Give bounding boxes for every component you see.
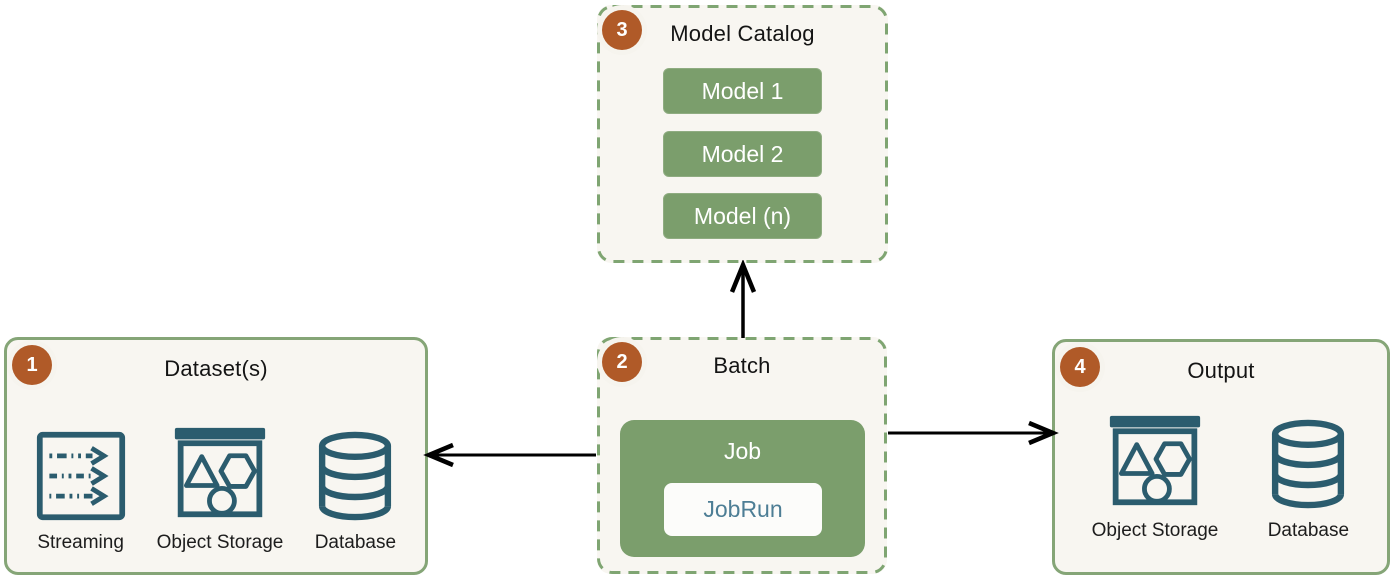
- node-batch: 2 Batch Job JobRun: [597, 337, 887, 574]
- object-storage-icon: [1107, 412, 1203, 515]
- database-label: Database: [314, 532, 397, 553]
- datasets-item-streaming: Streaming: [35, 430, 127, 554]
- model-1-chip: Model 1: [663, 68, 822, 114]
- database-icon: [1266, 418, 1350, 515]
- output-title: Output: [1187, 358, 1255, 383]
- arrow-batch-to-model-catalog: [729, 260, 757, 338]
- database-label: Database: [1267, 520, 1350, 541]
- model-n-chip: Model (n): [663, 193, 822, 239]
- database-icon: [313, 430, 397, 527]
- badge-3: 3: [602, 10, 642, 50]
- node-datasets: 1 Dataset(s) Streaming: [4, 337, 428, 575]
- badge-4: 4: [1060, 347, 1100, 387]
- job-label: Job: [723, 438, 762, 464]
- streaming-label: Streaming: [37, 532, 124, 553]
- datasets-item-database: Database: [313, 430, 397, 554]
- model-2-chip: Model 2: [663, 131, 822, 177]
- node-output: 4 Output Object Storage: [1052, 339, 1390, 575]
- object-storage-label: Object Storage: [156, 532, 284, 553]
- output-item-database: Database: [1266, 418, 1350, 542]
- object-storage-icon: [172, 424, 268, 527]
- output-icon-row: Object Storage Database: [1055, 412, 1387, 542]
- jobrun-label: JobRun: [703, 496, 783, 522]
- datasets-item-object-storage: Object Storage: [156, 424, 284, 554]
- badge-1: 1: [12, 345, 52, 385]
- datasets-title: Dataset(s): [164, 356, 268, 381]
- badge-2: 2: [602, 342, 642, 382]
- model-catalog-title: Model Catalog: [670, 21, 815, 46]
- arrow-batch-to-output: [888, 420, 1059, 446]
- output-item-object-storage: Object Storage: [1091, 412, 1219, 542]
- streaming-icon: [35, 430, 127, 527]
- jobrun-box: JobRun: [664, 483, 822, 536]
- arrow-batch-to-datasets: [423, 442, 596, 468]
- batch-title: Batch: [713, 353, 771, 378]
- node-model-catalog: 3 Model Catalog Model 1 Model 2 Model (n…: [597, 5, 888, 263]
- job-box: Job JobRun: [620, 420, 865, 557]
- datasets-icon-row: Streaming Object Storage: [7, 424, 425, 554]
- object-storage-label: Object Storage: [1091, 520, 1219, 541]
